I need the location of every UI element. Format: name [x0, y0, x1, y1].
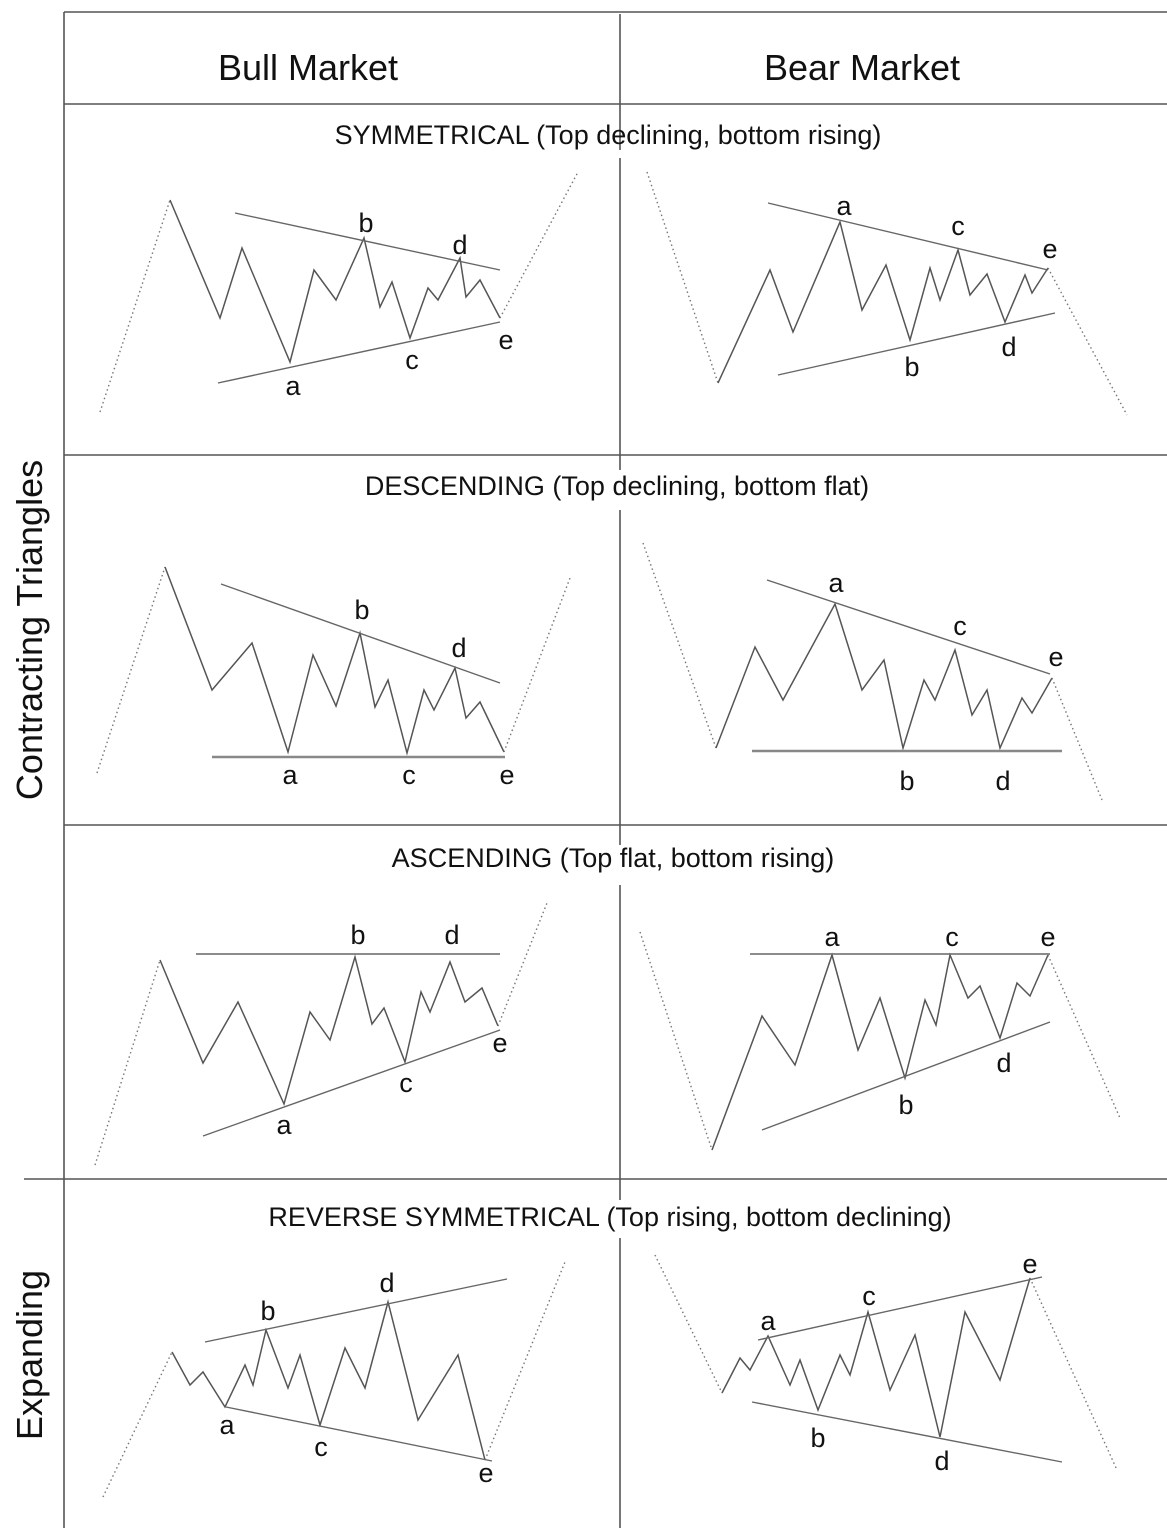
section-title-ascending: ASCENDING (Top flat, bottom rising) [392, 843, 835, 873]
symmetrical-bear-pattern: a b c d e [646, 171, 1128, 416]
wave-label-a: a [760, 1306, 776, 1336]
breakout-line [503, 577, 571, 753]
wave-label-c: c [945, 922, 959, 952]
wave-label-b: b [354, 595, 369, 625]
section-title-descending: DESCENDING (Top declining, bottom flat) [365, 471, 869, 501]
upper-trendline [766, 579, 1051, 675]
bear-market-header: Bear Market [764, 47, 960, 88]
wave-label-d: d [1001, 332, 1016, 362]
bull-market-header: Bull Market [218, 47, 398, 88]
wave-label-a: a [282, 760, 298, 790]
wave-label-a: a [285, 371, 301, 401]
breakdown-line [1051, 677, 1103, 801]
wave-label-c: c [953, 611, 967, 641]
upper-trendline [220, 583, 501, 684]
wave-label-c: c [402, 760, 416, 790]
wave-label-c: c [399, 1068, 413, 1098]
descending-bear-pattern: a b c d e [642, 542, 1103, 801]
ascending-bull-pattern: a b c d e [94, 902, 548, 1166]
prior-trend-line [639, 931, 713, 1151]
ascending-bear-pattern: a b c d e [639, 922, 1121, 1151]
breakout-line [499, 171, 579, 319]
wave-label-b: b [904, 352, 919, 382]
wave-label-e: e [478, 1458, 493, 1488]
prior-trend-line [94, 959, 161, 1166]
wave-label-a: a [276, 1110, 292, 1140]
breakdown-line [1047, 954, 1121, 1119]
wave-label-b: b [260, 1296, 275, 1326]
wave-label-d: d [451, 633, 466, 663]
wave-label-d: d [452, 230, 467, 260]
price-wave [171, 1299, 486, 1461]
price-wave [711, 952, 1049, 1151]
upper-trendline [234, 212, 501, 271]
prior-trend-line [96, 566, 166, 774]
expanding-label: Expanding [9, 1270, 50, 1440]
wave-label-b: b [810, 1423, 825, 1453]
price-wave [164, 566, 505, 756]
price-wave [159, 954, 499, 1107]
wave-label-e: e [1040, 922, 1055, 952]
wave-label-d: d [379, 1268, 394, 1298]
price-wave [715, 602, 1053, 751]
lower-trendline [225, 1406, 493, 1462]
wave-label-e: e [499, 760, 514, 790]
wave-label-d: d [934, 1446, 949, 1476]
wave-label-a: a [824, 922, 840, 952]
wave-label-e: e [1022, 1249, 1037, 1279]
wave-label-e: e [498, 325, 513, 355]
lower-trendline [202, 1029, 501, 1137]
wave-label-a: a [828, 568, 844, 598]
wave-label-e: e [1042, 234, 1057, 264]
section-title-symmetrical: SYMMETRICAL (Top declining, bottom risin… [335, 120, 882, 150]
price-wave [721, 1277, 1031, 1438]
upper-trendline [757, 1276, 1043, 1341]
lower-trendline [761, 1021, 1051, 1131]
prior-trend-line [654, 1254, 723, 1394]
section-title-reverse-symmetrical: REVERSE SYMMETRICAL (Top rising, bottom … [268, 1202, 951, 1232]
breakout-line [497, 902, 548, 1027]
lower-trendline [217, 321, 501, 384]
upper-trendline [767, 202, 1049, 271]
wave-label-b: b [898, 1090, 913, 1120]
wave-label-b: b [358, 208, 373, 238]
reverse-symmetrical-bull-pattern: a b c d e [102, 1261, 566, 1498]
prior-trend-line [642, 542, 717, 749]
wave-label-e: e [492, 1028, 507, 1058]
price-wave [169, 199, 501, 365]
lower-trendline [777, 312, 1056, 376]
wave-label-b: b [350, 920, 365, 950]
wave-label-d: d [995, 766, 1010, 796]
wave-label-e: e [1048, 642, 1063, 672]
prior-trend-line [646, 171, 719, 384]
breakdown-line [1047, 267, 1128, 416]
wave-label-c: c [314, 1432, 328, 1462]
upper-trendline [204, 1278, 508, 1343]
contracting-triangles-label: Contracting Triangles [9, 460, 50, 800]
descending-bull-pattern: a b c d e [96, 566, 571, 790]
symmetrical-bull-pattern: a b c d e [99, 171, 579, 413]
price-wave [717, 219, 1049, 384]
wave-label-a: a [836, 191, 852, 221]
grid-frame [24, 11, 1167, 1528]
reverse-symmetrical-bear-pattern: a b c d e [654, 1249, 1118, 1476]
prior-trend-line [99, 199, 171, 413]
wave-label-a: a [219, 1410, 235, 1440]
prior-trend-line [102, 1351, 173, 1498]
wave-label-d: d [444, 920, 459, 950]
wave-label-b: b [899, 766, 914, 796]
breakout-line [484, 1261, 566, 1461]
wave-label-c: c [951, 211, 965, 241]
wave-label-c: c [862, 1281, 876, 1311]
wave-label-c: c [405, 345, 419, 375]
lower-trendline [751, 1401, 1063, 1463]
breakdown-line [1029, 1277, 1118, 1471]
wave-label-d: d [996, 1048, 1011, 1078]
